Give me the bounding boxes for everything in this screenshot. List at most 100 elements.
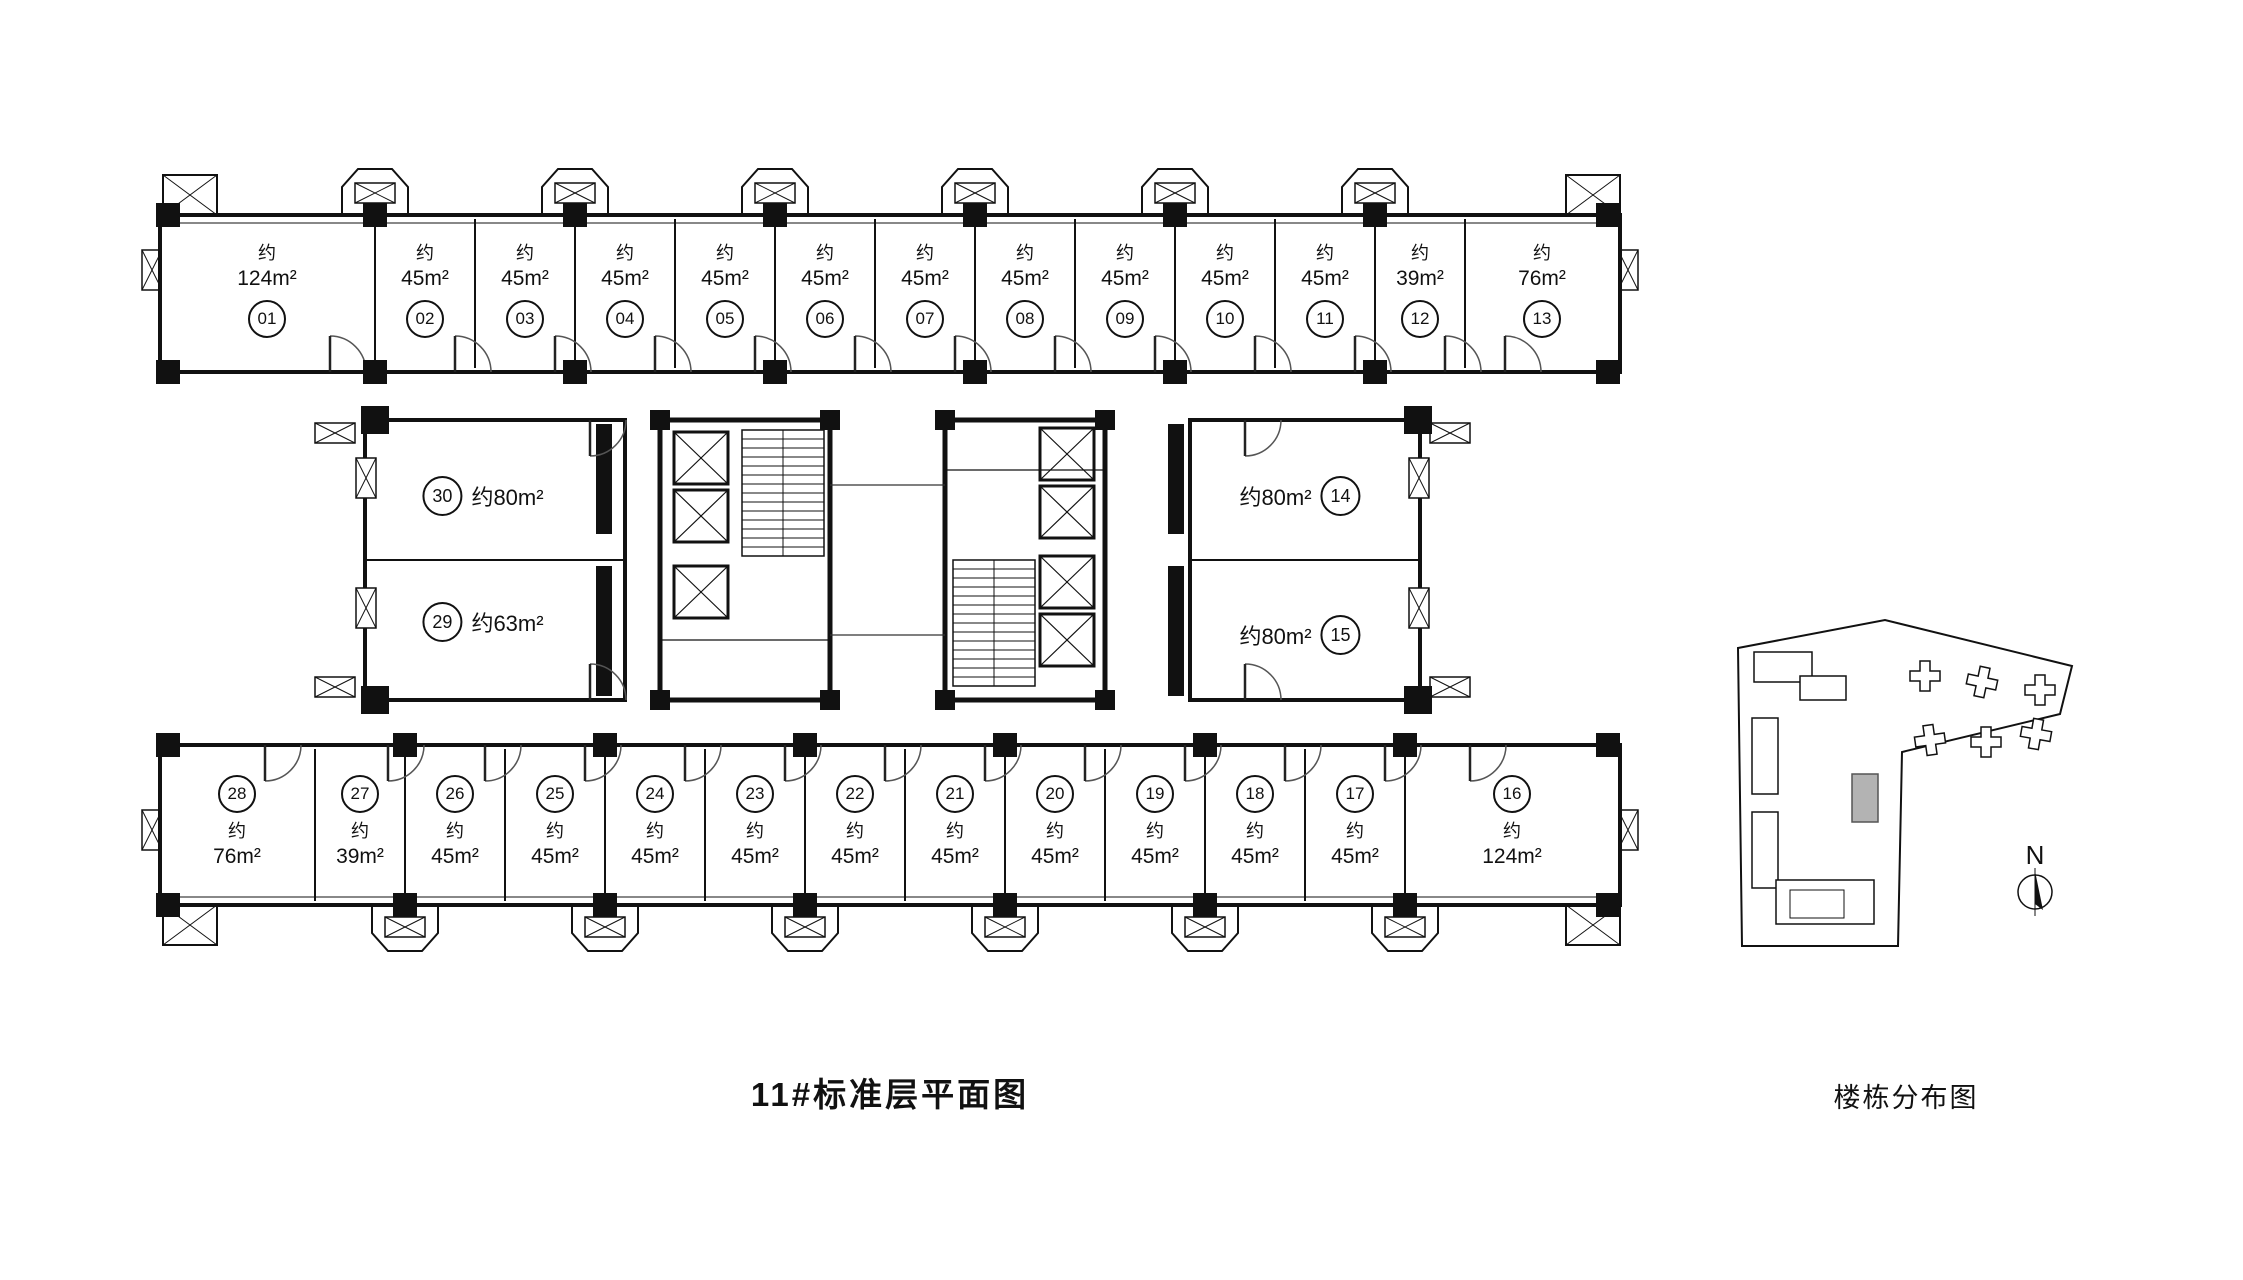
unit-number-badge: 26 [436,775,474,813]
unit-number-badge: 21 [936,775,974,813]
unit-number-badge: 22 [836,775,874,813]
unit-30-label: 30 约80m² [422,476,544,516]
unit-area-prefix: 约 [416,243,434,263]
unit-area-prefix: 约 [1146,821,1164,841]
bottom-wing-walls [158,743,1622,907]
unit-28-label: 约 76m² 28 [172,775,302,871]
core-a [657,417,833,703]
site-plan [1736,618,2074,947]
unit-area: 124m² [1482,845,1542,869]
north-arrow-icon: N [2017,840,2053,916]
unit-area-prefix: 约 [846,821,864,841]
unit-number-badge: 29 [422,602,463,642]
unit-number-badge: 20 [1036,775,1074,813]
unit-area: 45m² [1101,267,1149,291]
unit-area-prefix: 约 [746,821,764,841]
site-building [1751,717,1779,795]
unit-number-badge: 30 [422,476,463,516]
unit-area-prefix: 约 [228,821,246,841]
unit-area: 45m² [1331,845,1379,869]
unit-20-label: 约 45m² 20 [990,775,1120,871]
unit-area-prefix: 约 [916,243,934,263]
unit-area: 45m² [431,845,479,869]
unit-number-badge: 17 [1336,775,1374,813]
unit-08-label: 约 45m² 08 [960,242,1090,338]
unit-27-label: 约 39m² 27 [295,775,425,871]
site-plan-title: 楼栋分布图 [1833,1083,1979,1113]
unit-area: 45m² [1201,267,1249,291]
unit-area-prefix: 约 [646,821,664,841]
highlighted-building-11 [1851,773,1879,823]
structural-columns [156,203,1620,917]
unit-number-badge: 02 [406,299,444,338]
unit-number-badge: 25 [536,775,574,813]
unit-05-label: 约 45m² 05 [660,242,790,338]
unit-area: 45m² [901,267,949,291]
unit-area: 45m² [831,845,879,869]
unit-area-prefix: 约 [1346,821,1364,841]
unit-area-prefix: 约 [1016,243,1034,263]
shear-walls [596,424,1184,696]
unit-15-label: 15 约80m² [1239,615,1361,655]
elevator-icon [672,564,730,620]
unit-area: 45m² [631,845,679,869]
unit-area-prefix: 约 [1246,821,1264,841]
unit-number-badge: 11 [1306,299,1344,338]
equipment-box [1429,676,1471,698]
unit-number-badge: 14 [1320,476,1361,516]
unit-number-badge: 09 [1106,299,1144,338]
unit-area-prefix: 约 [1216,243,1234,263]
unit-area-prefix: 约 [1116,243,1134,263]
equipment-box [1408,587,1430,629]
equipment-box [314,422,356,444]
unit-area: 39m² [1396,267,1444,291]
unit-number-badge: 24 [636,775,674,813]
unit-area-prefix: 约 [1533,243,1551,263]
unit-number-badge: 15 [1320,615,1361,655]
unit-18-label: 约 45m² 18 [1190,775,1320,871]
unit-area-prefix: 约 [351,821,369,841]
elevator-icon [672,430,730,486]
equipment-box [355,587,377,629]
unit-area: 45m² [1301,267,1349,291]
unit-25-label: 约 45m² 25 [490,775,620,871]
unit-area: 45m² [1131,845,1179,869]
unit-number-badge: 05 [706,299,744,338]
middle-units-right-block [1188,418,1430,702]
main-title: 11#标准层平面图 [750,1076,1030,1113]
unit-19-label: 约 45m² 19 [1090,775,1220,871]
unit-06-label: 约 45m² 06 [760,242,890,338]
middle-units-left-block [355,418,627,702]
unit-03-label: 约 45m² 03 [460,242,590,338]
unit-13-label: 约 76m² 13 [1477,242,1607,338]
unit-04-label: 约 45m² 04 [560,242,690,338]
unit-number-badge: 06 [806,299,844,338]
unit-10-label: 约 45m² 10 [1160,242,1290,338]
unit-area: 76m² [1518,267,1566,291]
unit-number-badge: 18 [1236,775,1274,813]
unit-12-label: 约 39m² 12 [1355,242,1485,338]
unit-area: 约80m² [1239,624,1312,649]
elevator-icon [1038,426,1096,482]
site-building [1751,811,1779,889]
unit-21-label: 约 45m² 21 [890,775,1020,871]
unit-area: 45m² [731,845,779,869]
unit-area: 45m² [931,845,979,869]
unit-area: 76m² [213,845,261,869]
unit-area-prefix: 约 [1046,821,1064,841]
unit-area-prefix: 约 [1316,243,1334,263]
elevator-icon [672,488,730,544]
unit-09-label: 约 45m² 09 [1060,242,1190,338]
unit-number-badge: 08 [1006,299,1044,338]
site-building [1789,889,1845,919]
unit-area: 45m² [701,267,749,291]
unit-area: 124m² [237,267,297,291]
unit-number-badge: 23 [736,775,774,813]
unit-area: 约80m² [1239,485,1312,510]
elevator-icon [1038,612,1096,668]
equipment-box [1429,422,1471,444]
unit-29-label: 29 约63m² [422,602,544,642]
unit-23-label: 约 45m² 23 [690,775,820,871]
unit-area-prefix: 约 [1503,821,1521,841]
